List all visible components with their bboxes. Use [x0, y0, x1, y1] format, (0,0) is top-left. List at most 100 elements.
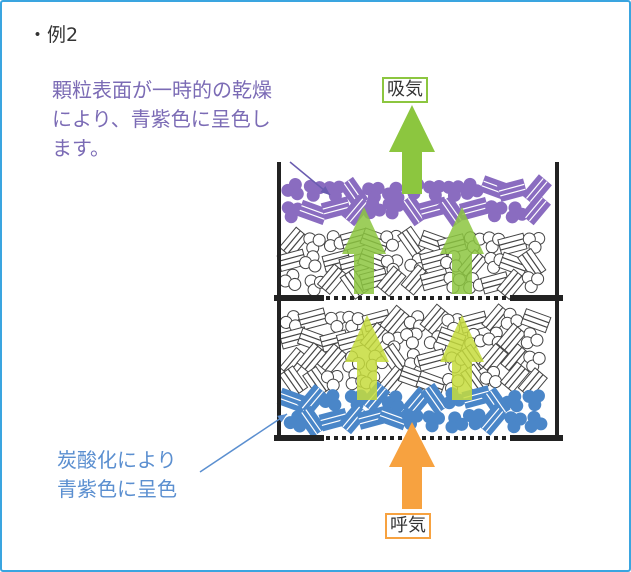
rod-line: [500, 188, 526, 197]
rod-granule: [400, 264, 431, 296]
clover-lobe: [326, 378, 340, 392]
clover-lobe: [288, 277, 302, 291]
rod-line: [283, 230, 301, 252]
note-line: 青紫色に呈色: [57, 477, 177, 501]
rod-line: [529, 181, 548, 203]
granule: [320, 369, 344, 392]
granule: [382, 197, 405, 220]
granule: [281, 178, 304, 201]
airflow-arrow: [342, 207, 386, 294]
rod-line: [278, 253, 304, 262]
granule: [460, 177, 484, 200]
rod-line: [304, 349, 323, 370]
granule: [504, 411, 527, 434]
rod-line: [485, 307, 504, 328]
inhale-arrow: [389, 105, 435, 194]
granule: [423, 179, 446, 202]
carbonation-pointer-arrow-head: [277, 414, 287, 423]
granule: [458, 196, 490, 221]
rod-granule: [419, 303, 450, 336]
rod-granule: [520, 308, 552, 334]
granule: [401, 408, 424, 431]
rod-granule: [477, 404, 508, 436]
rod-granule: [520, 193, 552, 226]
rod-line: [322, 201, 349, 210]
rod-granule: [296, 405, 326, 438]
granule: [376, 265, 407, 297]
rod-granule: [500, 343, 531, 375]
rod-line: [521, 254, 538, 277]
rod-granule: [496, 178, 528, 202]
granule: [479, 365, 502, 389]
rod-line: [421, 273, 447, 282]
clover-lobe: [513, 412, 527, 426]
rod-line: [524, 313, 550, 324]
rod-line: [462, 207, 488, 216]
clover-lobe: [530, 333, 544, 347]
granule: [400, 264, 431, 296]
granule: [316, 343, 347, 375]
rod-line: [504, 346, 523, 368]
rod-line: [482, 346, 501, 368]
granule: [400, 327, 423, 350]
rod-line: [345, 198, 364, 220]
rod-line: [528, 200, 547, 222]
rod-line: [368, 388, 386, 410]
granule: [477, 404, 508, 436]
rod-line: [310, 369, 327, 392]
granule: [278, 226, 310, 259]
rod-line: [320, 347, 339, 368]
rod-line: [405, 229, 422, 252]
clover-lobe: [328, 398, 342, 412]
airflow-arrow: [345, 315, 389, 400]
rod-granule: [499, 361, 531, 393]
rod-line: [300, 317, 327, 326]
rod-line: [283, 371, 300, 394]
clover-lobe: [532, 351, 546, 365]
carbonation-note: 炭酸化により 青紫色に呈色: [57, 446, 177, 504]
granule: [318, 389, 342, 412]
granule: [521, 174, 552, 206]
granule: [520, 193, 552, 226]
rod-line: [425, 389, 441, 412]
rod-line: [500, 261, 526, 272]
rod-line: [526, 178, 544, 199]
granule: [522, 389, 545, 412]
rod-granule: [337, 402, 369, 435]
granule: [342, 310, 365, 333]
granule: [478, 342, 509, 375]
granule: [419, 303, 450, 336]
rod-line: [500, 326, 518, 348]
clover-lobe: [494, 201, 508, 215]
airflow-arrow: [440, 315, 484, 400]
rod-line: [460, 202, 487, 211]
clover-lobe: [531, 272, 545, 286]
rod-line: [500, 272, 519, 294]
rod-granule: [521, 174, 552, 206]
rod-line: [287, 368, 304, 391]
rod-line: [486, 349, 505, 371]
rod-line: [498, 183, 525, 192]
rod-line: [429, 386, 446, 409]
rod-granule: [397, 225, 427, 258]
rod-line: [300, 345, 319, 367]
rod-line: [500, 242, 526, 251]
granule: [500, 343, 531, 375]
example-title: ・例2: [28, 24, 79, 46]
carbonation-pointer-arrow: [199, 413, 288, 473]
clover-lobe: [410, 409, 424, 423]
rod-line: [504, 329, 522, 351]
granule: [299, 250, 322, 273]
granule: [379, 342, 409, 375]
granule: [420, 382, 450, 415]
rod-granule: [278, 365, 309, 398]
surface-pointer-arrow-head: [320, 186, 330, 195]
clover-lobe: [528, 398, 542, 412]
rod-line: [423, 307, 442, 329]
granule: [422, 410, 445, 433]
rod-line: [358, 411, 384, 420]
granule: [381, 390, 405, 413]
clover-lobe: [312, 233, 326, 247]
rod-granule: [478, 342, 509, 375]
